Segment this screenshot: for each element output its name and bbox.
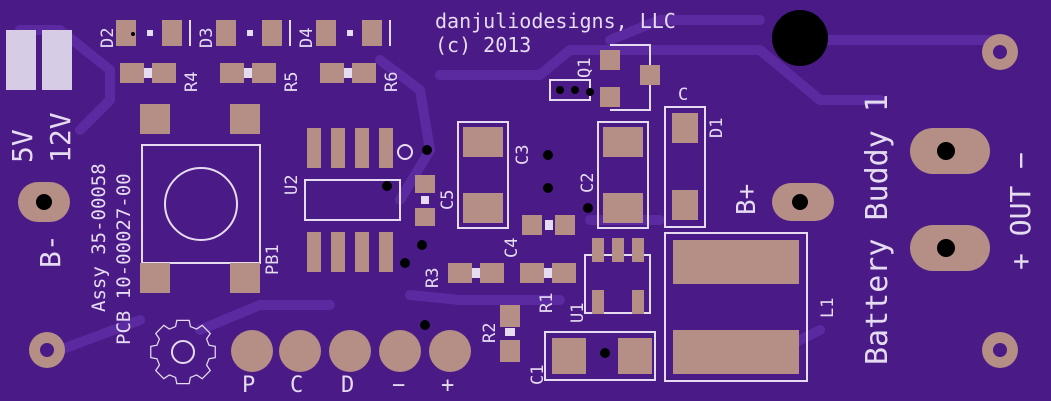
header-pin-label-3: D (341, 373, 354, 398)
header-pin-label-4: − (392, 373, 405, 398)
copyright: (c) 2013 (435, 33, 531, 57)
refdes-r1: R1 (537, 293, 557, 313)
header-pin-label-2: C (290, 373, 303, 398)
solder-jumper (6, 30, 72, 90)
refdes-c5: C5 (438, 190, 458, 210)
programming-header (231, 330, 471, 372)
pushbutton-pb1 (140, 104, 261, 293)
vias (131, 32, 610, 358)
resistor-r2 (500, 305, 520, 362)
refdes-r6: R6 (382, 72, 402, 92)
cap-c5 (415, 175, 435, 226)
product-name: Battery Buddy 1 (860, 94, 895, 365)
cap-c1 (544, 331, 656, 381)
resistor-r3 (448, 263, 504, 283)
header-pin-label-1: P (242, 373, 255, 398)
open-hardware-logo-icon (150, 319, 216, 385)
output-pads (910, 128, 990, 271)
company-name: danjuliodesigns, LLC (435, 9, 676, 33)
refdes-d3: D3 (197, 28, 217, 48)
refdes-q1: Q1 (575, 58, 595, 78)
refdes-d1-cathode: C (678, 85, 688, 105)
refdes-r3: R3 (423, 268, 443, 288)
refdes-d2: D2 (98, 28, 118, 48)
cap-c3 (457, 121, 509, 229)
jumper-5v-label: 5V (6, 129, 39, 163)
refdes-r2: R2 (480, 323, 500, 343)
refdes-r5: R5 (282, 72, 302, 92)
ic-u2 (304, 128, 413, 272)
assy-number: Assy 35-00058 (88, 163, 110, 312)
refdes-u1: U1 (568, 303, 588, 323)
corner-holes (29, 34, 1018, 368)
output-label: + OUT − (1004, 152, 1037, 270)
inductor-l1 (664, 232, 808, 382)
resistor-r1 (520, 263, 576, 283)
refdes-r4: R4 (182, 72, 202, 92)
jumper-12v-label: 12V (44, 112, 77, 163)
refdes-c2: C2 (578, 173, 598, 193)
transistor-q1 (549, 44, 660, 111)
refdes-pb1: PB1 (263, 244, 283, 275)
cap-c2 (597, 121, 649, 229)
diode-d1 (664, 106, 706, 228)
battery-pos-pad (772, 183, 834, 221)
refdes-l1: L1 (818, 298, 838, 318)
mounting-hole (772, 10, 828, 66)
refdes-d1: D1 (707, 118, 727, 138)
resistor-row (120, 63, 376, 83)
led-row (116, 20, 391, 46)
regulator-u1 (584, 238, 651, 314)
battery-pos-label: B+ (732, 184, 762, 215)
refdes-c3: C3 (513, 145, 533, 165)
refdes-u2: U2 (282, 175, 302, 195)
pcb-number: PCB 10-00027-00 (113, 173, 135, 345)
battery-neg-pad (18, 182, 70, 222)
refdes-c1: C1 (528, 365, 548, 385)
refdes-c4: C4 (502, 238, 522, 258)
refdes-d4: D4 (297, 28, 317, 48)
battery-neg-label: B- (34, 234, 67, 268)
cap-c4 (522, 215, 575, 235)
header-pin-label-5: + (441, 373, 454, 398)
